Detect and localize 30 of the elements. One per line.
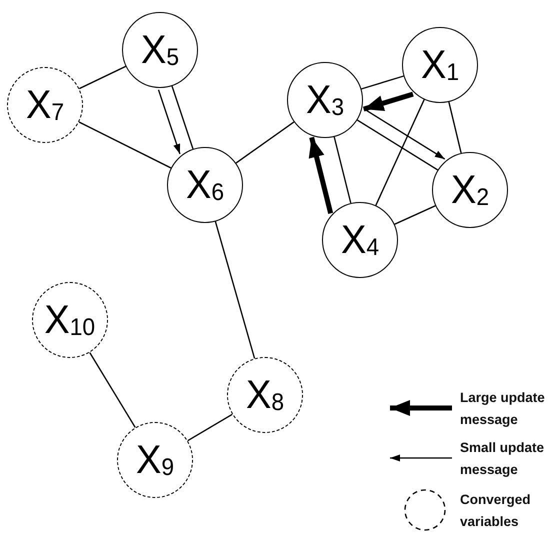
legend-text: Small update message [460, 439, 546, 479]
connector-line [375, 99, 425, 206]
legend-text: Large update message [460, 389, 546, 429]
connector-line [171, 86, 194, 150]
connector-line [78, 121, 172, 169]
connector-line [187, 414, 233, 442]
variable-label: X$_{2}$ [450, 170, 490, 210]
variable-label: X$_{9}$ [136, 440, 174, 480]
message-arrow [362, 92, 414, 112]
variable-label: X$_{3}$ [306, 80, 344, 120]
connector-line [89, 352, 136, 428]
connector-line [79, 66, 126, 90]
connector-line [334, 136, 352, 204]
variable-label: X$_{5}$ [140, 30, 180, 70]
connector-line [394, 205, 436, 225]
message-arrow [364, 108, 446, 160]
message-arrow [158, 90, 181, 154]
variable-label: X$_{4}$ [340, 220, 380, 260]
variable-label: X$_{7}$ [26, 85, 64, 125]
legend-text: Converged variables [460, 491, 532, 531]
connector-line [356, 119, 438, 171]
variable-label: X$_{10}$ [44, 300, 96, 340]
connector-line [361, 75, 404, 90]
connector-line [236, 121, 294, 164]
variable-label: X$_{8}$ [246, 375, 284, 415]
variable-label: X$_{6}$ [186, 165, 224, 205]
connector-line [448, 102, 462, 154]
connector-line [214, 221, 256, 359]
message-arrow [308, 136, 334, 214]
variable-label: X$_{1}$ [420, 45, 460, 85]
